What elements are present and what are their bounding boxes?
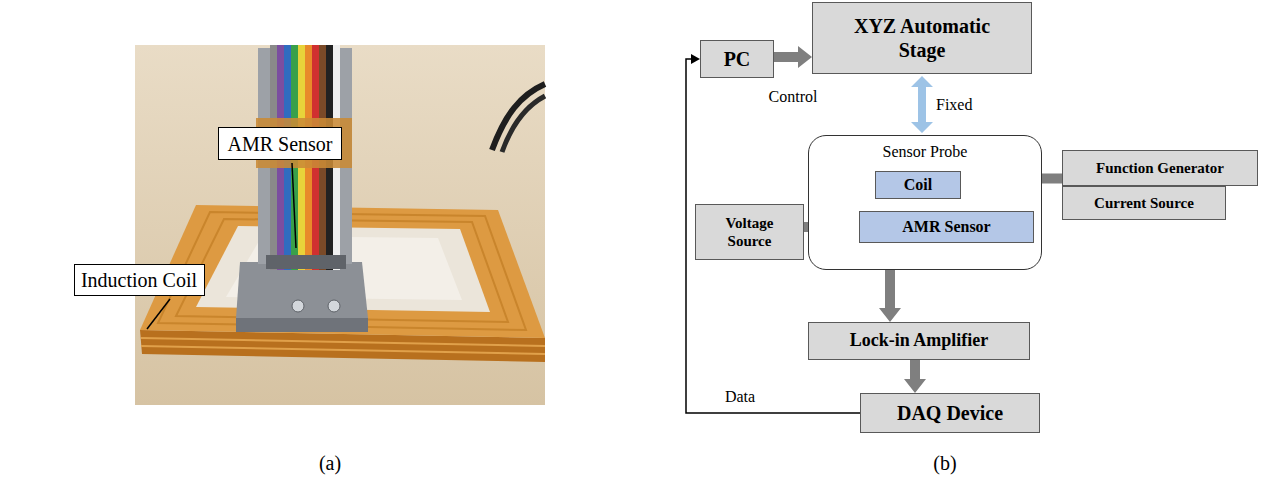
box-text: AMR Sensor bbox=[902, 217, 990, 236]
holder-front bbox=[236, 318, 368, 332]
process-box: Voltage Source bbox=[695, 204, 804, 260]
process-box: XYZ Automatic Stage bbox=[812, 2, 1032, 74]
block-arrow bbox=[879, 270, 901, 322]
coil-layer bbox=[141, 338, 545, 346]
black-wire bbox=[502, 96, 545, 152]
block-arrow bbox=[774, 46, 812, 68]
box-text: PC bbox=[724, 47, 751, 71]
box-text: Induction Coil bbox=[81, 268, 197, 292]
block-arrow bbox=[904, 360, 926, 393]
edge-label: Fixed bbox=[934, 96, 974, 114]
box-text: AMR Sensor bbox=[227, 132, 332, 156]
callout-label: AMR Sensor bbox=[218, 127, 342, 160]
edge-label: Data bbox=[723, 388, 757, 406]
box-text: Current Source bbox=[1094, 194, 1194, 212]
box-text: Function Generator bbox=[1096, 159, 1224, 177]
process-box: Current Source bbox=[1062, 186, 1226, 220]
leader-line bbox=[147, 299, 170, 329]
coil-layer bbox=[141, 346, 545, 354]
holder-base bbox=[236, 262, 368, 318]
box-text: Coil bbox=[904, 175, 932, 194]
process-box: PC bbox=[700, 40, 774, 78]
box-text: XYZ Automatic Stage bbox=[837, 14, 1007, 62]
leader-line bbox=[292, 163, 296, 248]
group-box: Sensor ProbeCoilAMR Sensor bbox=[808, 135, 1042, 270]
screw bbox=[292, 300, 304, 312]
component-box: AMR Sensor bbox=[859, 211, 1034, 243]
callout-label: Induction Coil bbox=[74, 264, 205, 296]
box-text: DAQ Device bbox=[897, 401, 1003, 425]
box-text: Voltage Source bbox=[710, 214, 790, 250]
component-box: Coil bbox=[875, 171, 961, 199]
screw bbox=[328, 300, 340, 312]
sensor-mount bbox=[266, 255, 346, 269]
photo-background bbox=[135, 45, 545, 405]
arrow-head bbox=[691, 54, 700, 64]
edge-label: Control bbox=[767, 88, 820, 106]
process-box: Lock-in Amplifier bbox=[808, 322, 1030, 360]
process-box: Function Generator bbox=[1062, 150, 1258, 186]
panel-label: (b) bbox=[933, 452, 956, 475]
group-heading: Sensor Probe bbox=[883, 142, 968, 161]
process-box: DAQ Device bbox=[860, 393, 1040, 433]
fixed-arrow bbox=[911, 76, 933, 133]
box-text: Lock-in Amplifier bbox=[850, 330, 989, 352]
panel-label: (a) bbox=[319, 452, 341, 475]
